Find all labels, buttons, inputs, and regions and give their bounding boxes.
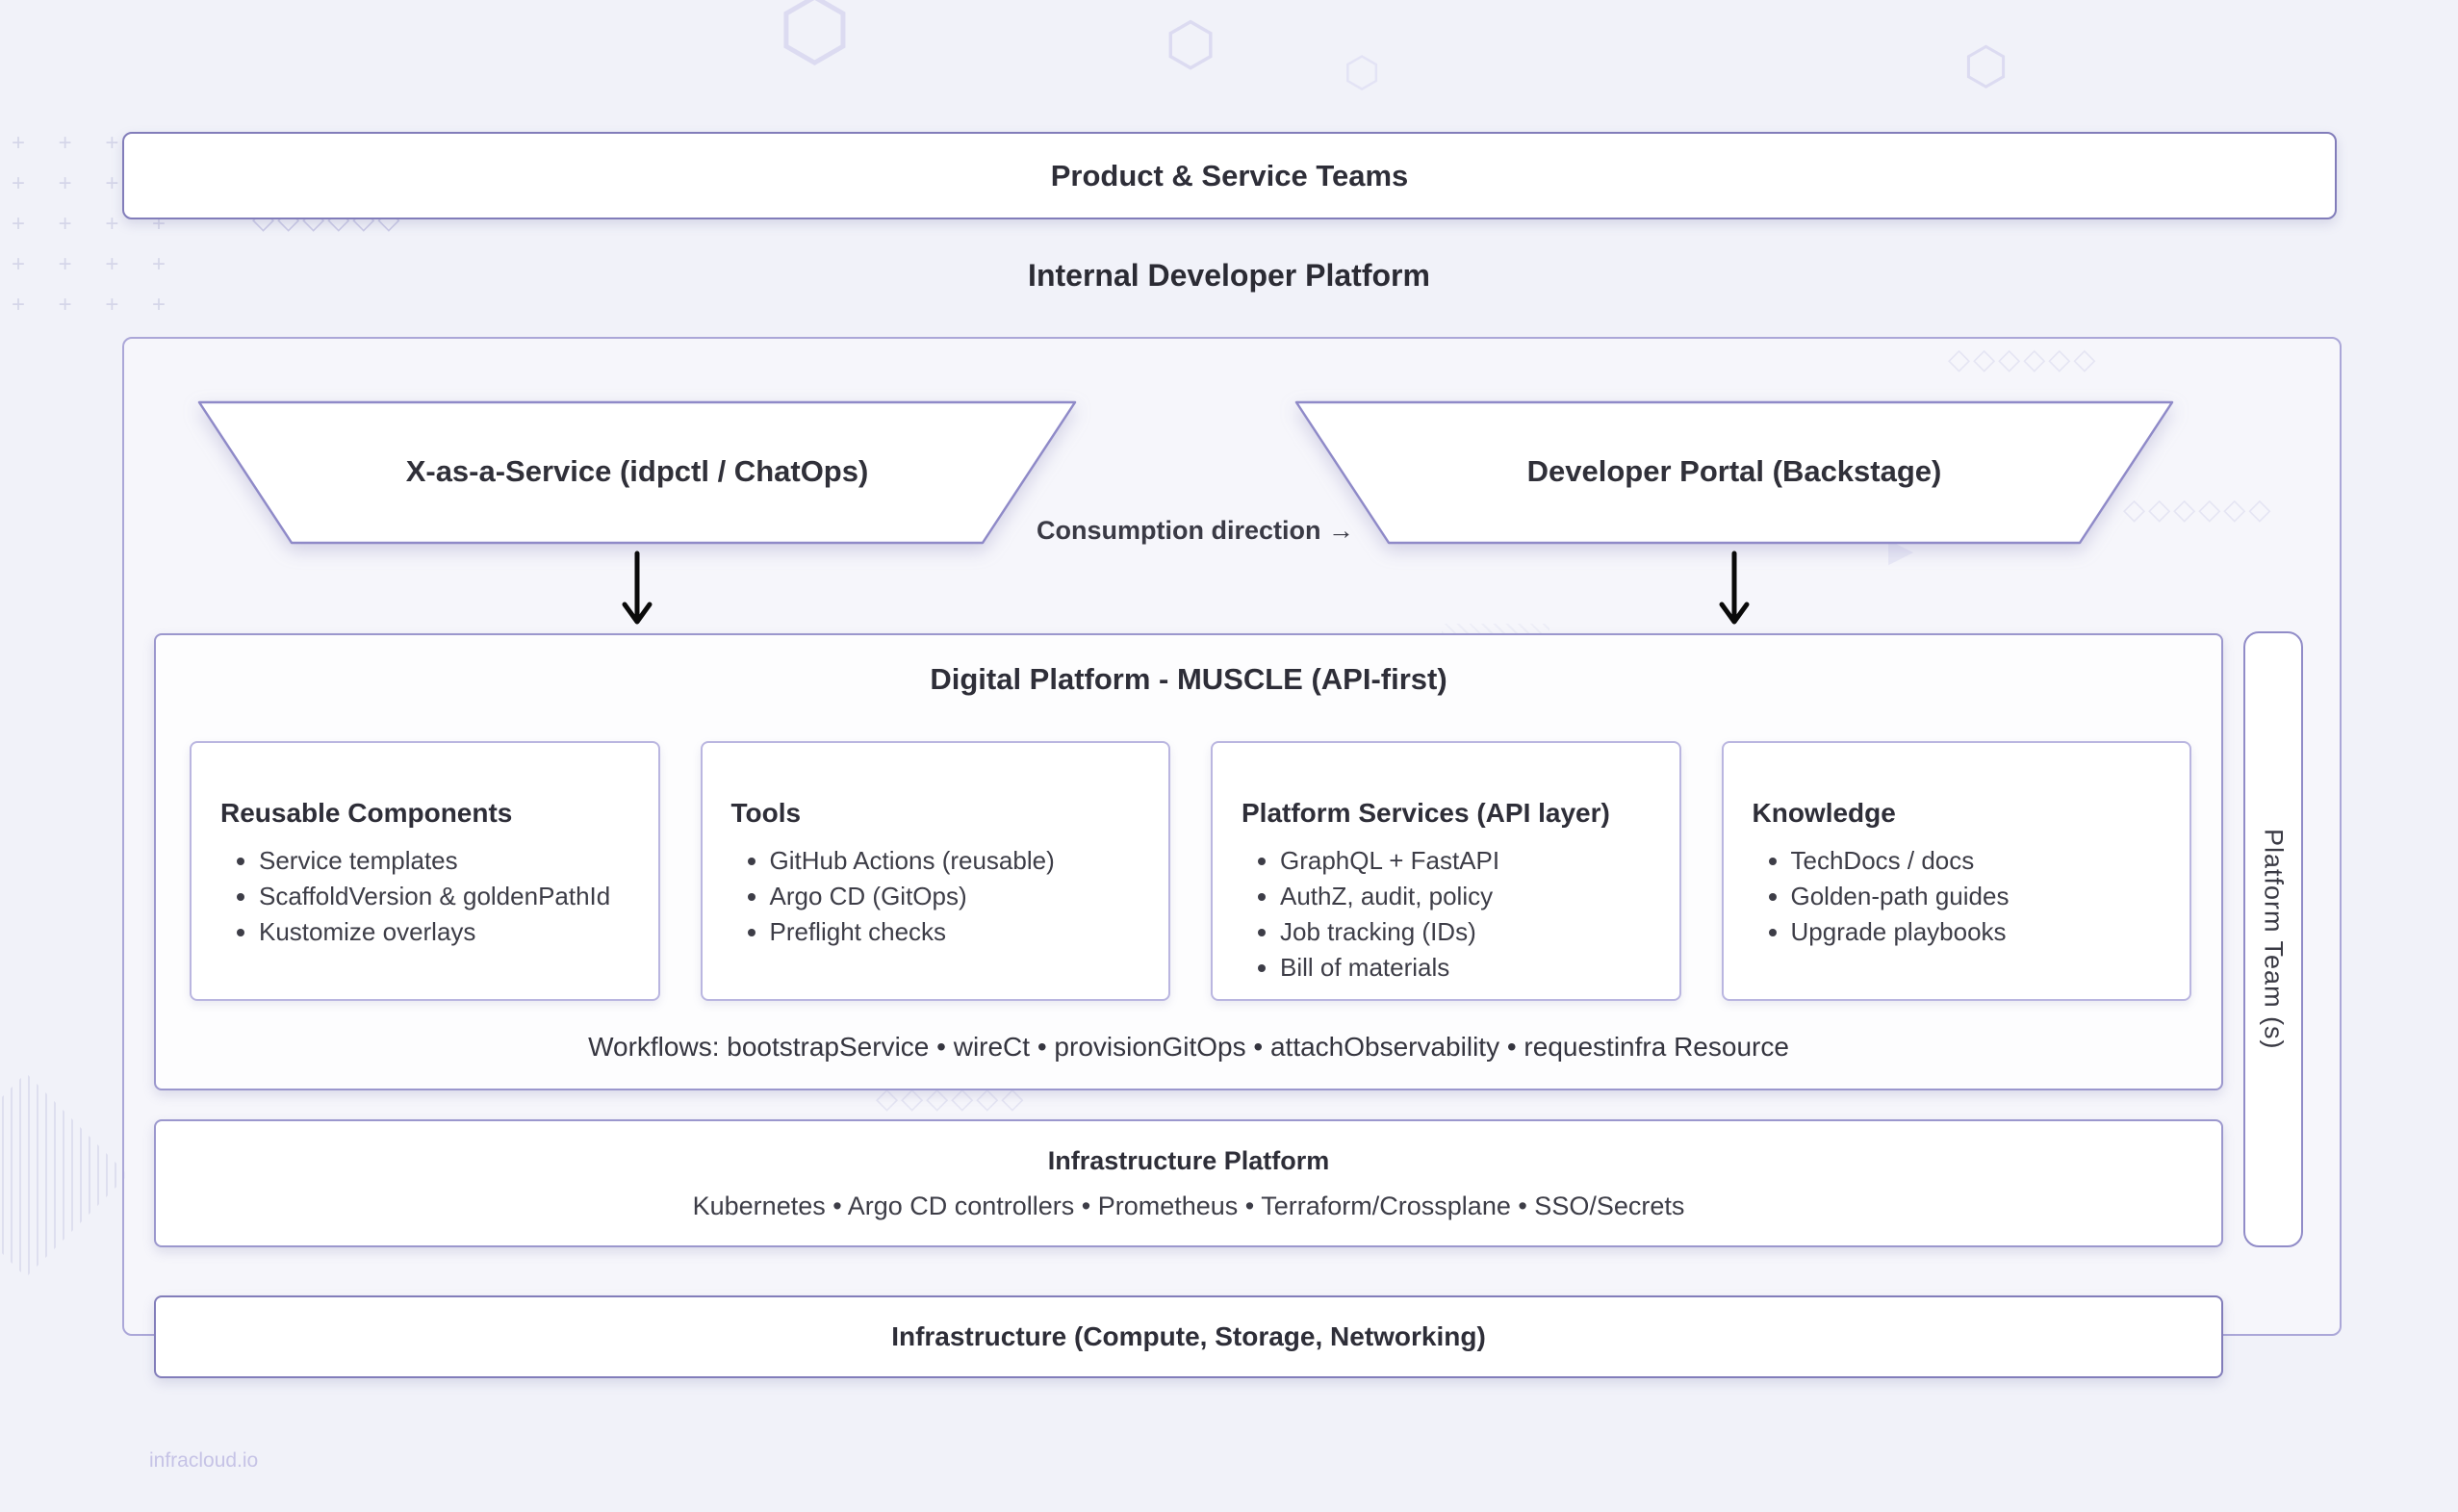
- hexagon-decoration: ⬡: [1165, 12, 1217, 78]
- card-list: Service templatesScaffoldVersion & golde…: [220, 843, 633, 950]
- platform-team-label: Platform Team (s): [2259, 829, 2289, 1050]
- workflows-label: Workflows: bootstrapService • wireCt • p…: [588, 1032, 1789, 1062]
- card-reusable-components: Reusable Components Service templatesSca…: [190, 741, 660, 1001]
- card-list-item: Bill of materials: [1280, 950, 1654, 986]
- xaas-label: X-as-a-Service (idpctl / ChatOps): [405, 454, 869, 488]
- infrastructure-platform-box: Infrastructure Platform Kubernetes • Arg…: [154, 1119, 2223, 1247]
- product-service-teams-box: Product & Service Teams: [122, 132, 2337, 219]
- card-list-item: GitHub Actions (reusable): [770, 843, 1144, 879]
- trapezoid-shape: [197, 400, 1077, 545]
- infrastructure-platform-stack: Kubernetes • Argo CD controllers • Prome…: [692, 1191, 1685, 1220]
- card-title: Platform Services (API layer): [1242, 798, 1610, 828]
- infracloud-watermark: infracloud.io: [149, 1449, 259, 1472]
- hexagon-decoration: ⬡: [778, 0, 852, 76]
- card-list-item: ScaffoldVersion & goldenPathId: [259, 879, 633, 914]
- card-title: Tools: [730, 798, 802, 828]
- card-list: GitHub Actions (reusable)Argo CD (GitOps…: [731, 843, 1144, 950]
- hexagon-decoration: ⬡: [1963, 38, 2010, 95]
- hexagon-decoration: ⬡: [1344, 49, 1381, 96]
- card-list-item: Argo CD (GitOps): [770, 879, 1144, 914]
- card-platform-services: Platform Services (API layer) GraphQL + …: [1211, 741, 1681, 1001]
- card-list: GraphQL + FastAPIAuthZ, audit, policyJob…: [1242, 843, 1654, 986]
- card-list-item: AuthZ, audit, policy: [1280, 879, 1654, 914]
- digital-platform-cards: Reusable Components Service templatesSca…: [190, 741, 2191, 1001]
- card-tools: Tools GitHub Actions (reusable)Argo CD (…: [700, 741, 1170, 1001]
- card-list: TechDocs / docsGolden-path guidesUpgrade…: [1753, 843, 2165, 950]
- infrastructure-base-box: Infrastructure (Compute, Storage, Networ…: [154, 1295, 2223, 1378]
- digital-platform-title: Digital Platform - MUSCLE (API-first): [930, 662, 1447, 696]
- platform-team-bar: Platform Team (s): [2243, 631, 2303, 1247]
- consumption-direction-label: Consumption direction →: [1037, 516, 1354, 545]
- down-arrow-icon: [1719, 551, 1750, 625]
- card-list-item: Golden-path guides: [1791, 879, 2165, 914]
- card-knowledge: Knowledge TechDocs / docsGolden-path gui…: [1721, 741, 2191, 1001]
- card-list-item: Upgrade playbooks: [1791, 914, 2165, 950]
- hatch-diamond-decoration: [0, 1072, 129, 1278]
- card-list-item: Kustomize overlays: [259, 914, 633, 950]
- xaas-trapezoid: X-as-a-Service (idpctl / ChatOps): [190, 400, 1085, 547]
- trapezoid-shape: [1294, 400, 2174, 545]
- product-service-teams-label: Product & Service Teams: [1050, 158, 1409, 192]
- card-list-item: Job tracking (IDs): [1280, 914, 1654, 950]
- developer-portal-label: Developer Portal (Backstage): [1526, 454, 1942, 488]
- card-list-item: Service templates: [259, 843, 633, 879]
- card-list-item: GraphQL + FastAPI: [1280, 843, 1654, 879]
- card-title: Reusable Components: [220, 798, 513, 828]
- internal-developer-platform-title: Internal Developer Platform: [1028, 258, 1430, 293]
- infrastructure-platform-title: Infrastructure Platform: [1047, 1145, 1330, 1175]
- infrastructure-base-label: Infrastructure (Compute, Storage, Networ…: [891, 1321, 1486, 1351]
- card-title: Knowledge: [1752, 798, 1896, 828]
- down-arrow-icon: [622, 551, 653, 625]
- developer-portal-trapezoid: Developer Portal (Backstage): [1287, 400, 2182, 547]
- card-list-item: Preflight checks: [770, 914, 1144, 950]
- card-list-item: TechDocs / docs: [1791, 843, 2165, 879]
- digital-platform-box: Digital Platform - MUSCLE (API-first) Re…: [154, 633, 2223, 1090]
